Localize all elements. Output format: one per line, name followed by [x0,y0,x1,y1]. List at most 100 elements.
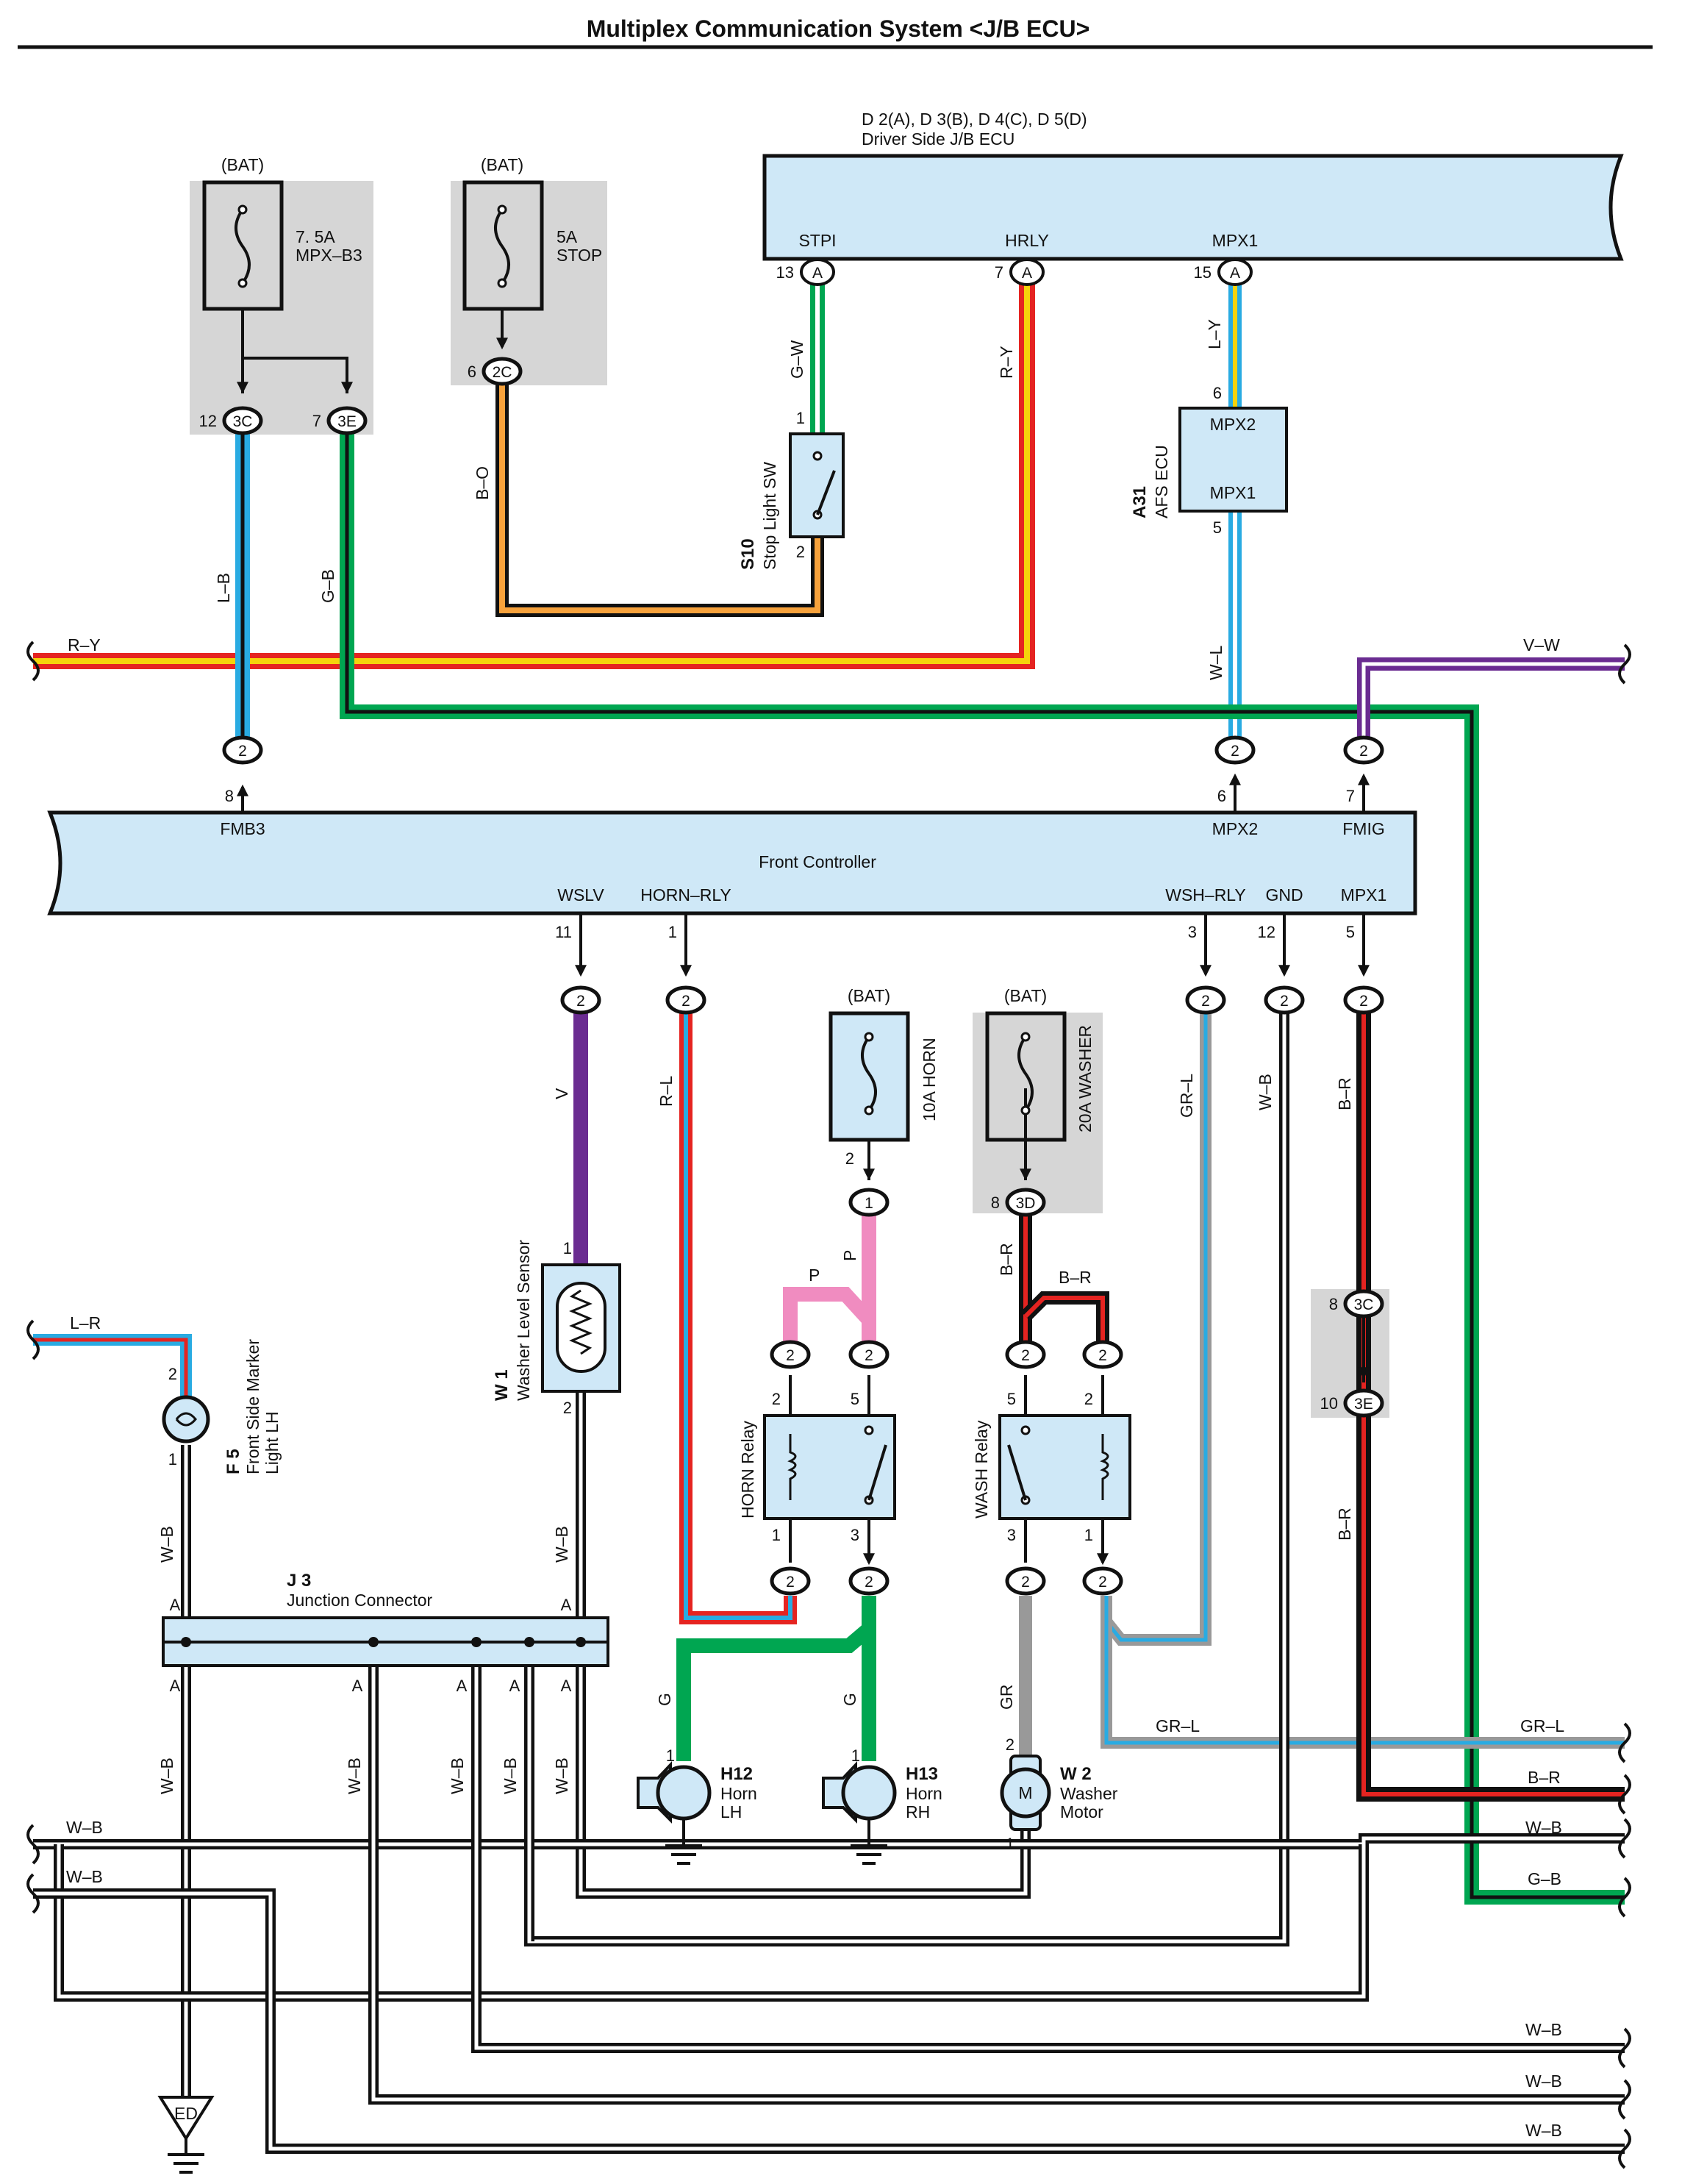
wire-r-y-stripe [33,272,1030,664]
fuse-housing-washer [973,1013,1103,1213]
label-v-w: V–W [1523,635,1560,654]
label-w-l: W–L [1206,646,1225,681]
horn-rh: 1 H13 Horn RH [822,1746,942,1865]
svg-text:ED: ED [174,2104,198,2123]
svg-text:7: 7 [1346,787,1355,805]
svg-text:2: 2 [576,993,585,1010]
svg-text:5: 5 [851,1390,859,1408]
svg-text:1: 1 [168,1450,177,1469]
label-w-b-j3-5: W–B [552,1757,571,1794]
svg-text:Stop Light SW: Stop Light SW [760,462,779,570]
svg-text:Light LH: Light LH [262,1411,282,1474]
svg-text:12: 12 [199,412,217,430]
junction-connector-j3: J 3 Junction Connector A A A A A A A [162,1571,609,1695]
label-w-b-right-1: W–B [1525,1818,1562,1837]
svg-text:2C: 2C [493,364,512,381]
svg-text:MPX2: MPX2 [1210,415,1256,434]
label-b-r-wash: B–R [1059,1268,1092,1287]
label-b-o: B–O [473,466,492,500]
wire-l-r [33,1334,192,1397]
front-side-marker-light: 2 1 F 5 Front Side Marker Light LH [162,1339,282,1474]
svg-text:5: 5 [1346,923,1355,941]
svg-text:Junction Connector: Junction Connector [287,1591,433,1610]
svg-text:8: 8 [991,1193,1000,1212]
svg-text:6: 6 [468,363,476,381]
svg-text:2: 2 [238,743,247,760]
svg-text:MPX1: MPX1 [1341,885,1387,904]
ground-icon [851,1844,887,1865]
connector-3d-8: 3D 8 [991,1168,1046,1217]
label-gr-l: GR–L [1156,1716,1200,1735]
svg-text:2: 2 [1084,1390,1093,1408]
svg-text:2: 2 [772,1390,781,1408]
svg-text:LH: LH [720,1802,742,1821]
relay-connectors: 2 2 2 2 2 2 2 2 [770,1340,1123,1596]
pin-label-stpi: STPI [798,231,836,250]
bulb-icon [175,1412,197,1427]
label-r-y-vert: R–Y [997,346,1016,379]
svg-text:1: 1 [1006,1835,1014,1853]
svg-text:HORN–RLY: HORN–RLY [640,885,731,904]
connector-a-7: A 7 [995,258,1045,286]
svg-text:Washer: Washer [1060,1784,1118,1803]
driver-side-jb-ecu: D 2(A), D 3(B), D 4(C), D 5(D) Driver Si… [762,110,1624,286]
svg-text:5: 5 [1007,1390,1016,1408]
svg-text:7: 7 [312,412,321,430]
svg-text:AFS ECU: AFS ECU [1152,445,1171,518]
svg-text:WASH Relay: WASH Relay [972,1420,991,1519]
connector-gnd: 2 12 [1258,913,1305,1015]
connector-horn-relay-1-bottom: 2 [770,1566,811,1596]
wire-fuse-mpx-b3 [241,309,348,393]
label-b-r-right: B–R [1528,1768,1561,1787]
svg-text:2: 2 [1231,743,1239,760]
label-b-r-wash-vert: B–R [997,1243,1016,1276]
resistor-icon [569,1289,593,1355]
svg-text:H13: H13 [906,1764,938,1784]
label-gr: GR [997,1685,1016,1710]
connector-wsh-rly: 2 3 [1185,913,1226,1015]
svg-text:5: 5 [1213,518,1222,537]
label-l-y: L–Y [1205,319,1224,349]
svg-text:A: A [170,1596,181,1614]
label-gr-l-right: GR–L [1520,1716,1564,1735]
connector-mpx2: 2 6 [1214,735,1256,813]
svg-text:A: A [509,1677,520,1695]
svg-text:20A WASHER: 20A WASHER [1076,1025,1095,1132]
label-w-b-right-3: W–B [1525,2071,1562,2091]
svg-text:HORN Relay: HORN Relay [738,1421,757,1519]
connector-mpx1: 2 5 [1343,913,1384,1015]
connector-wash-relay-1-bottom: 2 [1082,1566,1123,1596]
driver-jb-ecu-code: D 2(A), D 3(B), D 4(C), D 5(D) [862,110,1087,129]
connector-horn-relay-3-bottom: 2 [848,1566,890,1596]
label-w-b-sensor: W–B [552,1526,571,1563]
wash-relay: 5 2 3 1 WASH Relay [972,1375,1131,1563]
wires [33,272,1625,2154]
label-p-vert: P [840,1250,859,1261]
svg-text:3: 3 [851,1526,859,1544]
wire-w-b-left-1b [54,1844,1369,2002]
connector-fmig: 2 7 [1343,735,1384,813]
svg-text:MPX–B3: MPX–B3 [296,246,362,265]
svg-text:2: 2 [865,1347,873,1364]
page-title: Multiplex Communication System <J/B ECU> [587,15,1090,42]
svg-text:2: 2 [1006,1735,1014,1754]
stop-light-switch: 1 2 S10 Stop Light SW [738,409,845,570]
label-w-b-gnd: W–B [1256,1074,1275,1110]
label-l-b: L–B [214,573,233,603]
svg-text:1: 1 [865,1195,873,1212]
driver-jb-ecu-name: Driver Side J/B ECU [862,129,1014,149]
connector-3e-7: 3E 7 [312,382,368,435]
washer-level-sensor: 1 2 W 1 Washer Level Sensor [492,1239,621,1417]
label-b-r-vert-2: B–R [1335,1507,1354,1541]
label-g-lh: G [655,1693,674,1706]
svg-text:15: 15 [1194,263,1212,282]
label-w-b-j3-4: W–B [501,1757,520,1794]
svg-text:3C: 3C [1354,1296,1374,1313]
svg-text:MPX1: MPX1 [1210,483,1256,502]
svg-text:2: 2 [865,1574,873,1591]
svg-text:3: 3 [1007,1526,1016,1544]
fuse-horn: (BAT) 10A HORN [829,986,939,1142]
wire-b-r [1356,1011,1625,1802]
svg-text:2: 2 [563,1399,572,1417]
wire-w-b-j3-a2 [368,1666,1625,2105]
